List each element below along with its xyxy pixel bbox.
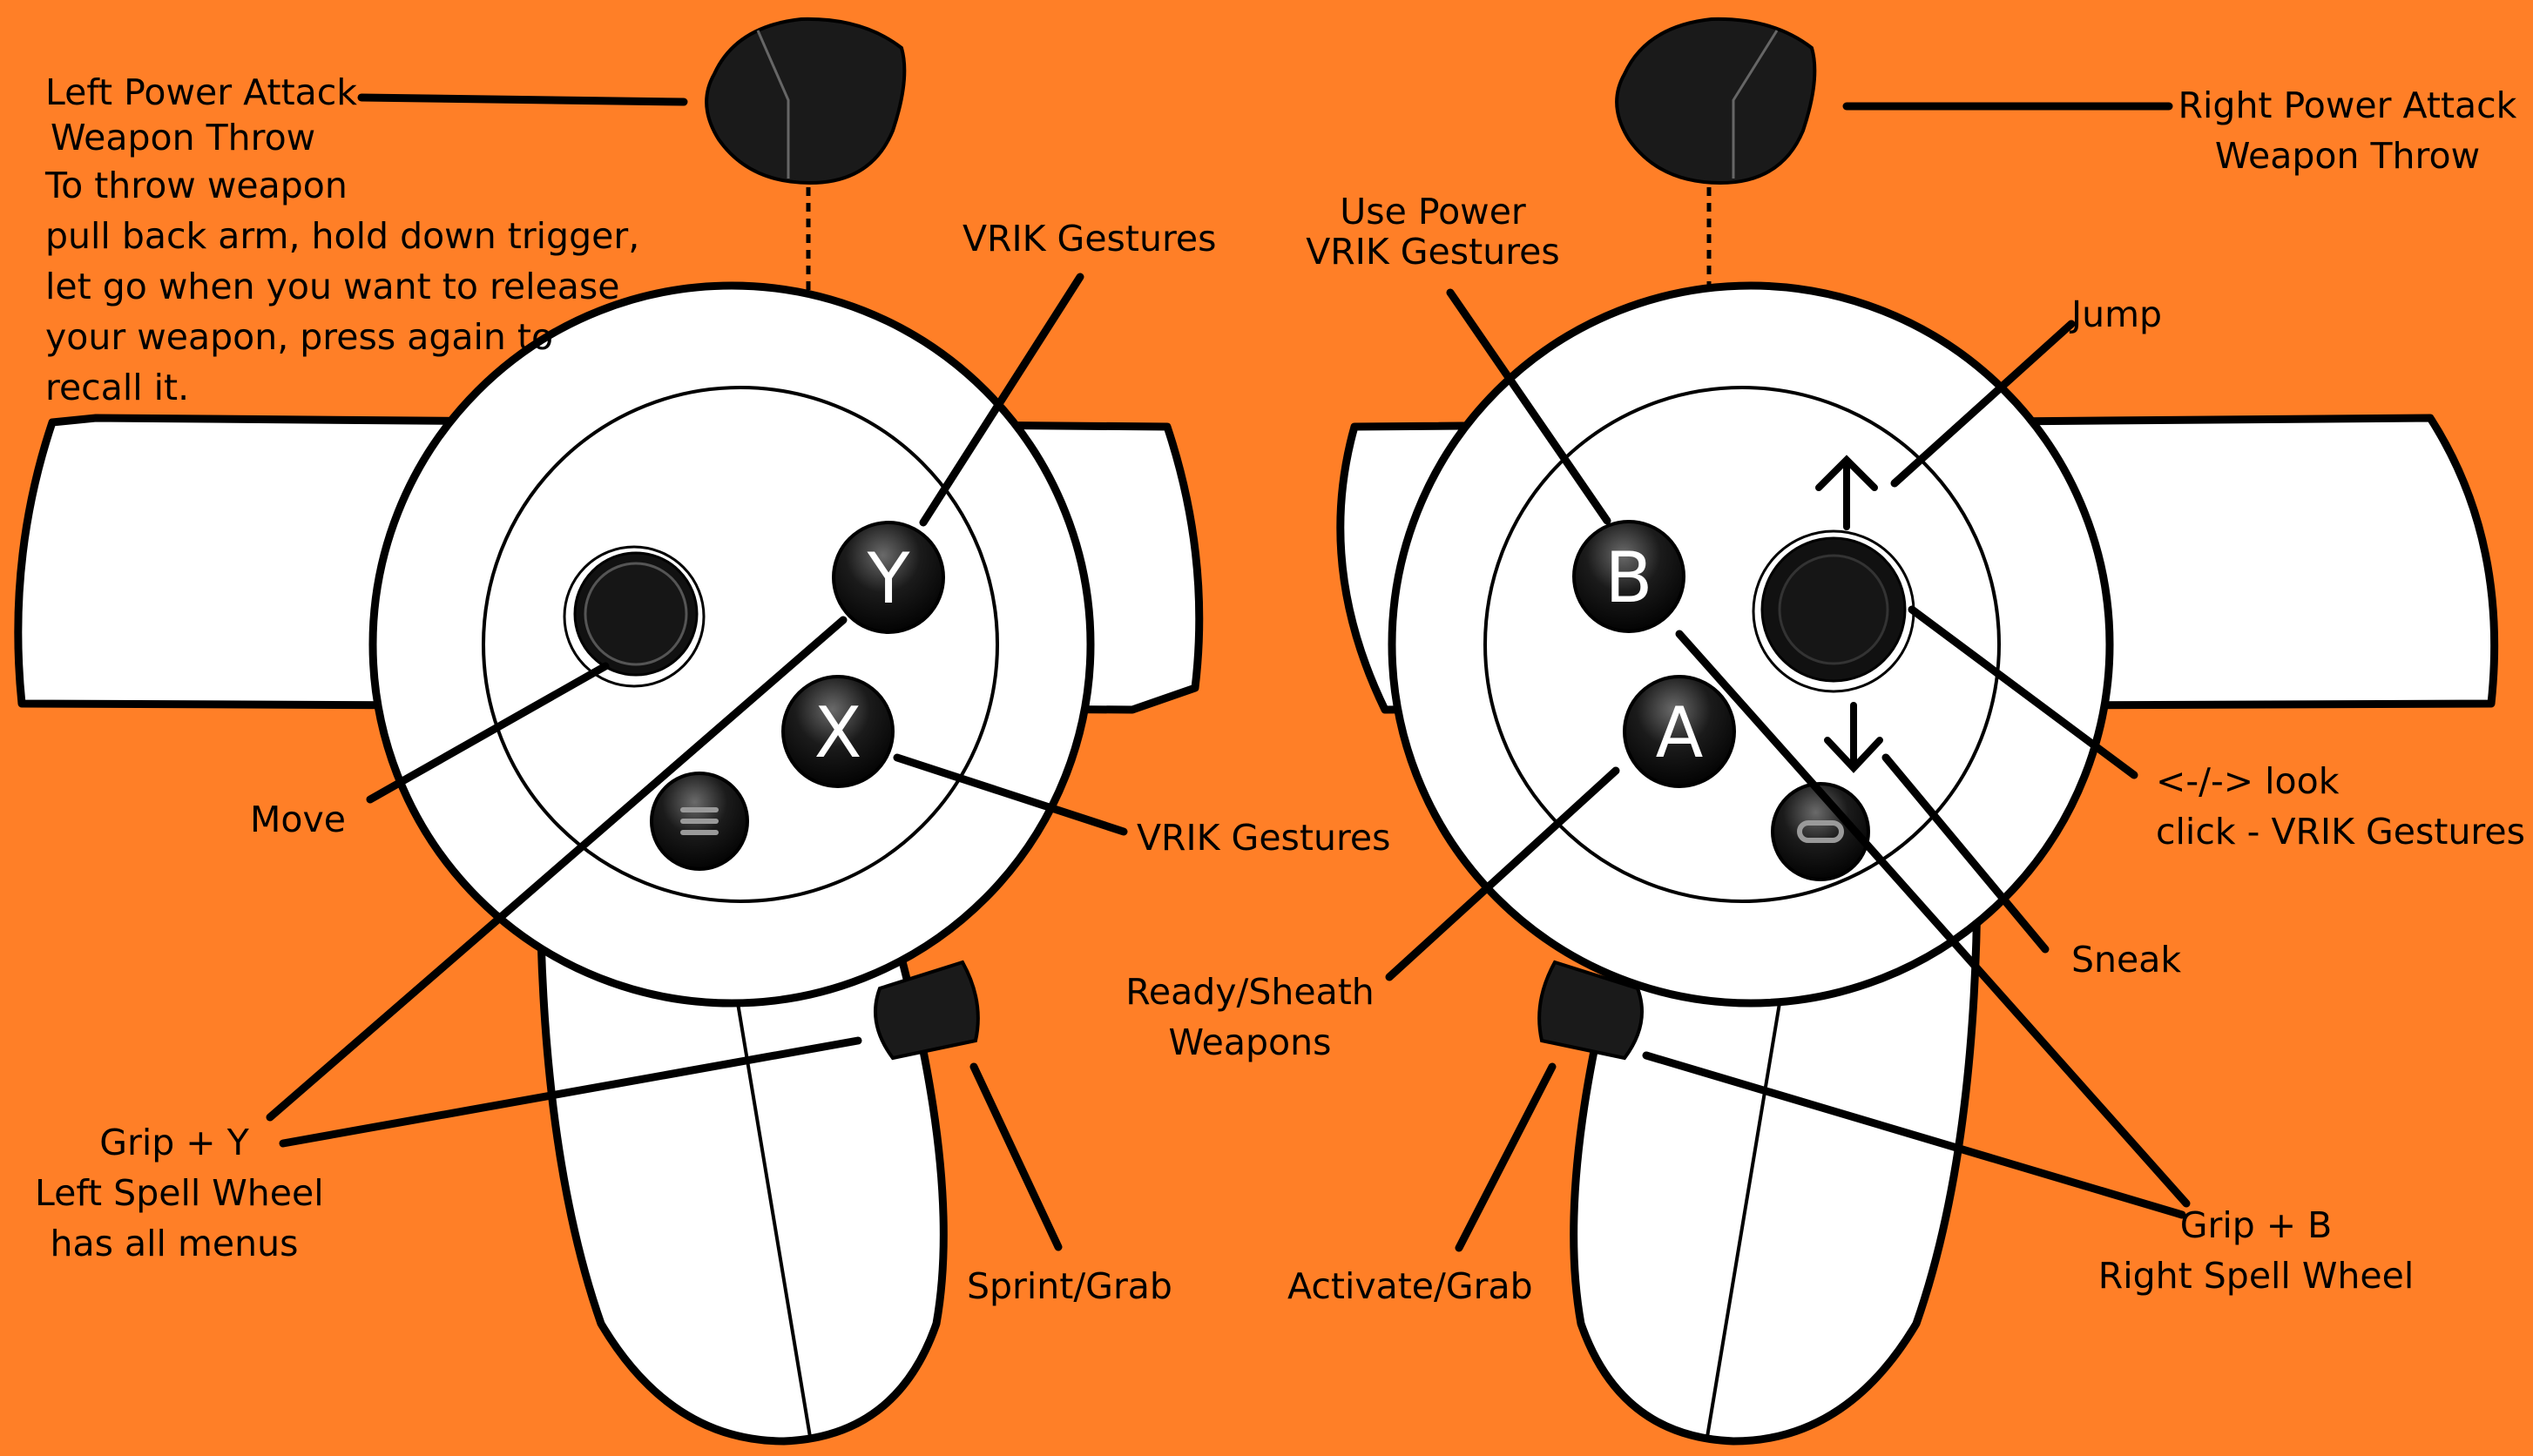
label-line: click - VRIK Gestures xyxy=(2156,811,2525,853)
leader-move xyxy=(366,662,610,804)
oculus-button[interactable] xyxy=(1771,782,1870,881)
left-thumbstick-cap xyxy=(584,562,688,666)
label-line: recall it. xyxy=(45,367,190,408)
leader-grip-b-button xyxy=(1675,630,2191,1208)
label-grip-b: Grip + B Right Spell Wheel xyxy=(2086,1200,2426,1301)
left-index-trigger xyxy=(705,17,907,185)
right-handle-seam xyxy=(1706,940,1792,1438)
label-line: VRIK Gestures xyxy=(1306,231,1560,273)
label-activate-grab: Activate/Grab xyxy=(1287,1261,1533,1311)
label-line: Ready/Sheath xyxy=(1125,971,1375,1013)
label-line: Jump xyxy=(2071,293,2163,335)
right-index-trigger-edge xyxy=(1732,30,1779,179)
label-line: Use Power xyxy=(1340,191,1526,233)
label-line: Right Spell Wheel xyxy=(2097,1255,2415,1297)
leader-look xyxy=(1908,605,2138,779)
label-move: Move xyxy=(250,794,346,845)
label-left-vrik-gestures-y: VRIK Gestures xyxy=(963,213,1217,264)
label-line: let go when you want to release xyxy=(45,266,620,307)
label-line: Move xyxy=(250,799,346,840)
y-button[interactable] xyxy=(832,521,945,634)
leader-use-power xyxy=(1446,288,1611,525)
b-button-label: B xyxy=(1605,537,1653,618)
right-index-trigger xyxy=(1615,17,1817,185)
leader-left-vrik-x xyxy=(893,753,1128,836)
leader-grip-y-button xyxy=(266,616,848,1122)
label-use-power: Use Power VRIK Gestures xyxy=(1298,192,1568,272)
left-handle xyxy=(536,866,948,1446)
y-button-label: Y xyxy=(867,538,911,619)
label-line: pull back arm, hold down trigger, xyxy=(45,215,640,257)
label-line: Grip + B xyxy=(2179,1204,2333,1246)
leader-sprint-grab xyxy=(969,1062,1063,1251)
arrow-up-icon xyxy=(1815,455,1878,530)
leader-jump xyxy=(1890,320,2076,488)
arrow-down-icon xyxy=(1824,702,1883,773)
right-thumbstick-cap xyxy=(1778,554,1889,665)
label-ready-sheath: Ready/Sheath Weapons xyxy=(1119,967,1381,1068)
a-button-label: A xyxy=(1656,692,1704,773)
label-sprint-grab: Sprint/Grab xyxy=(967,1261,1172,1311)
label-line: Weapons xyxy=(1168,1021,1332,1063)
label-line: Left Spell Wheel xyxy=(35,1172,324,1214)
oculus-home-icon xyxy=(1797,820,1844,843)
label-line: Sneak xyxy=(2071,939,2182,981)
label-look: <-/-> look click - VRIK Gestures xyxy=(2156,756,2525,857)
label-line: To throw weapon xyxy=(45,165,348,206)
leader-lines xyxy=(266,93,2191,1252)
left-index-trigger-edge xyxy=(756,30,790,179)
left-controller xyxy=(14,17,1204,1446)
label-line: Activate/Grab xyxy=(1287,1265,1533,1307)
label-line: Weapon Throw xyxy=(51,117,316,158)
label-line: Weapon Throw xyxy=(2214,135,2481,177)
x-button-label: X xyxy=(814,692,862,773)
label-line: <-/-> look xyxy=(2156,760,2340,802)
a-button[interactable] xyxy=(1623,675,1736,788)
label-line: Right Power Attack xyxy=(2178,84,2517,126)
leader-grip-y-grip xyxy=(279,1036,862,1148)
x-button[interactable] xyxy=(781,675,895,788)
label-left-vrik-gestures-x: VRIK Gestures xyxy=(1137,812,1391,863)
leader-grip-b-grip xyxy=(1642,1051,2186,1219)
label-line: VRIK Gestures xyxy=(963,218,1217,260)
b-button[interactable] xyxy=(1572,520,1685,633)
label-line: Left Power Attack xyxy=(45,71,358,113)
label-line: your weapon, press again to xyxy=(45,316,554,358)
label-line: Sprint/Grab xyxy=(967,1265,1172,1307)
right-handle xyxy=(1570,866,1982,1446)
label-sneak: Sneak xyxy=(2071,934,2181,985)
right-grip-trigger xyxy=(1537,960,1644,1061)
label-right-power-attack: Right Power Attack Weapon Throw xyxy=(2178,80,2517,181)
label-line: VRIK Gestures xyxy=(1137,817,1391,859)
left-grip-trigger xyxy=(874,960,980,1061)
label-line: Grip + Y xyxy=(99,1122,249,1163)
label-left-power-attack: Left Power Attack Weapon Throw To throw … xyxy=(45,70,639,413)
label-jump: Jump xyxy=(2071,289,2162,340)
leader-left-vrik-y xyxy=(919,273,1084,527)
label-grip-y: Grip + Y Left Spell Wheel has all menus xyxy=(35,1117,324,1269)
label-line: has all menus xyxy=(50,1223,299,1264)
leader-sneak xyxy=(1881,753,2050,954)
leader-ready-sheath xyxy=(1385,766,1620,981)
hamburger-menu-icon xyxy=(680,807,719,835)
leader-left-power-attack xyxy=(357,93,688,106)
leader-activate-grab xyxy=(1455,1062,1557,1252)
